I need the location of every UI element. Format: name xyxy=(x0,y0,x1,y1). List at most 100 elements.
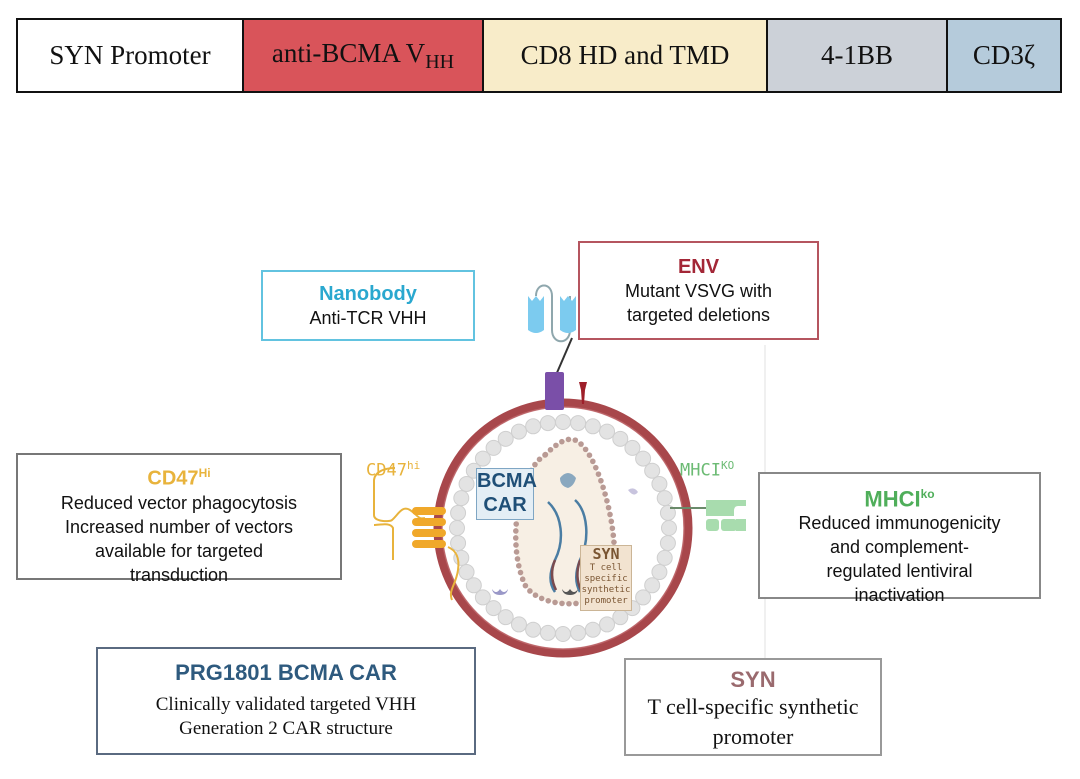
core-bead xyxy=(565,436,572,443)
segment-label-sub: HH xyxy=(425,50,455,73)
capsid-bead xyxy=(458,564,475,581)
anchor-protein-icon xyxy=(545,372,564,410)
capsid-bead xyxy=(465,577,482,594)
capsid-bead xyxy=(599,616,616,633)
core-bead xyxy=(512,535,519,541)
callout-text: and complement- xyxy=(829,537,970,558)
callout-text: Reduced immunogenicity xyxy=(798,513,1001,534)
syn-tag-line: promoter xyxy=(584,596,628,606)
capsid-bead xyxy=(539,415,556,432)
capsid-bead xyxy=(570,415,587,432)
capsid-bead xyxy=(612,609,629,626)
callout-text: targeted deletions xyxy=(626,305,771,325)
callout-text: Generation 2 CAR structure xyxy=(179,718,393,739)
callout-title-sup: ko xyxy=(920,487,935,501)
callout-text: inactivation xyxy=(854,585,945,606)
core-bead xyxy=(598,477,604,484)
capsid-bead xyxy=(497,609,514,626)
core-bead xyxy=(513,542,519,548)
callout-title: PRG1801 BCMA CAR xyxy=(175,660,397,685)
capsid-bead xyxy=(474,589,491,606)
core-bead xyxy=(532,592,539,599)
capsid-bead xyxy=(485,439,502,456)
mhci-protein-label: MHCIKO xyxy=(680,459,734,481)
callout-text: transduction xyxy=(129,564,229,585)
bcma-car-tag-line: BCMA xyxy=(477,470,537,492)
bcma-car-tag-line: CAR xyxy=(483,494,527,516)
enzyme-icon xyxy=(562,589,578,595)
callout-title: ENV xyxy=(677,256,720,278)
core-bead xyxy=(519,576,526,583)
capsid-bead xyxy=(624,439,641,456)
core-bead xyxy=(610,532,617,539)
label-sup: hi xyxy=(406,459,421,472)
core-bead xyxy=(592,464,599,471)
core-bead xyxy=(572,437,579,443)
core-bead xyxy=(522,582,529,589)
core-bead xyxy=(609,525,616,532)
capsid-bead xyxy=(555,626,571,642)
core-bead xyxy=(586,452,593,459)
capsid-bead xyxy=(497,430,514,447)
mhci-ko-icon xyxy=(670,500,746,531)
capsid-bead xyxy=(659,535,676,552)
segment-anti-bcma-vhh: anti-BCMA VHH xyxy=(244,20,484,91)
callout-title: CD47 xyxy=(147,467,199,490)
segment-syn-promoter: SYN Promoter xyxy=(18,20,244,91)
core-bead xyxy=(542,451,549,458)
bcma-car-tag: BCMA CAR xyxy=(476,468,537,520)
segment-label: 4-1BB xyxy=(820,40,893,70)
segment-label: SYN Promoter xyxy=(49,40,211,70)
syn-tag-title: SYN xyxy=(592,545,620,563)
core-bead xyxy=(600,484,606,491)
segment-cd8-hd-tmd: CD8 HD and TMD xyxy=(484,20,768,91)
protein-icon xyxy=(560,473,576,488)
capsid-bead xyxy=(599,423,616,440)
env-callout: ENV Mutant VSVG with targeted deletions xyxy=(578,241,819,340)
core-bead xyxy=(553,442,559,449)
capsid-bead xyxy=(656,549,673,566)
callout-text: Increased number of vectors xyxy=(64,516,294,537)
enzyme-icon xyxy=(492,589,508,595)
label-main: CD47 xyxy=(366,460,407,481)
core-bead xyxy=(547,446,554,453)
callout-text: Anti-TCR VHH xyxy=(309,308,427,328)
capsid-bead xyxy=(584,418,601,435)
core-bead xyxy=(545,597,552,604)
nanobody-icon xyxy=(528,284,576,376)
segment-label-main: anti-BCMA V xyxy=(271,37,426,68)
callout-text: promoter xyxy=(712,724,794,749)
callout-title: Nanobody xyxy=(319,283,417,305)
capsid-bead xyxy=(453,490,470,507)
core-bead xyxy=(604,498,610,504)
cd47-protein-label: CD47hi xyxy=(366,459,420,481)
core-bead xyxy=(538,595,545,602)
capsid-bead xyxy=(539,624,556,641)
segment-label: CD3ζ xyxy=(972,40,1036,70)
callout-text: available for targeted xyxy=(94,540,264,561)
capsid-bead xyxy=(555,414,571,430)
core-bead xyxy=(513,549,520,555)
core-bead xyxy=(532,461,538,468)
callout-title: MHCI xyxy=(864,486,921,512)
core-bead xyxy=(514,556,521,562)
capsid-bead xyxy=(450,535,467,552)
capsid-bead xyxy=(525,621,542,638)
syn-tag-line: specific xyxy=(584,574,628,584)
syn-promoter-tag: SYN T cell specific synthetic promoter xyxy=(580,545,632,611)
segment-4-1bb: 4-1BB xyxy=(768,20,948,91)
capsid-bead xyxy=(661,520,677,536)
capsid-bead xyxy=(644,577,661,594)
callout-text: T cell-specific synthetic xyxy=(647,694,859,719)
capsid-bead xyxy=(510,616,527,633)
capsid-bead xyxy=(458,475,475,492)
capsid-bead xyxy=(449,520,465,536)
capsid-bead xyxy=(635,589,652,606)
syn-tag-line: T cell xyxy=(589,563,623,573)
core-bead xyxy=(595,471,602,477)
core-bead xyxy=(607,511,613,518)
capsid-bead xyxy=(612,430,629,447)
callout-text: Clinically validated targeted VHH xyxy=(155,694,417,715)
capsid-bead xyxy=(570,624,587,641)
core-bead xyxy=(515,562,522,569)
